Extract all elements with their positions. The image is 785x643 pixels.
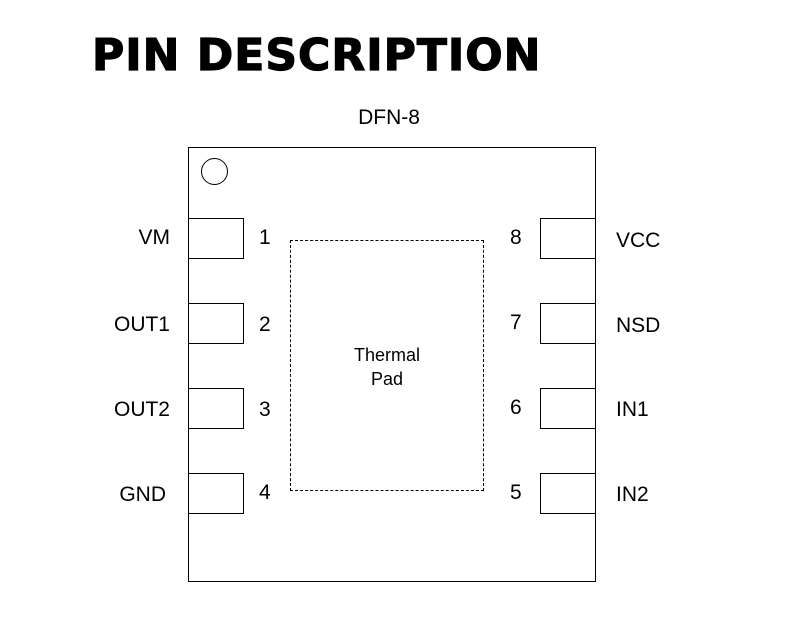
thermal-pad-label: Thermal Pad <box>320 343 454 391</box>
pin-pad-6 <box>540 388 596 429</box>
package-outline <box>188 147 596 582</box>
pin-number-6: 6 <box>510 396 522 419</box>
pin-number-2: 2 <box>259 313 271 336</box>
package-label: DFN-8 <box>358 106 420 129</box>
pin-name-6: IN1 <box>616 398 649 421</box>
pin-name-5: IN2 <box>616 483 649 506</box>
pin-name-8: VCC <box>616 229 661 252</box>
pin-number-5: 5 <box>510 481 522 504</box>
pin-name-7: NSD <box>616 314 661 337</box>
thermal-pad-label-line2: Pad <box>370 369 404 389</box>
thermal-pad-outline <box>290 240 484 491</box>
pin-number-1: 1 <box>259 226 271 249</box>
pin-name-3: OUT2 <box>113 398 170 421</box>
pin-pad-1 <box>188 218 244 259</box>
pin-number-3: 3 <box>259 398 271 421</box>
page-title: PIN DESCRIPTION <box>91 30 542 81</box>
pin-number-7: 7 <box>510 311 522 334</box>
pin-pad-2 <box>188 303 244 344</box>
pin-pad-7 <box>540 303 596 344</box>
pin-pad-3 <box>188 388 244 429</box>
pin-pad-4 <box>188 473 244 514</box>
pin1-marker-icon <box>201 158 228 185</box>
pin-name-1: VM <box>138 226 171 249</box>
pin-number-8: 8 <box>510 226 522 249</box>
pin-number-4: 4 <box>259 481 271 504</box>
thermal-pad-label-line1: Thermal <box>353 345 420 365</box>
pin-name-4: GND <box>119 483 166 506</box>
pin-name-2: OUT1 <box>113 313 170 336</box>
pin-pad-8 <box>540 218 596 259</box>
pin-pad-5 <box>540 473 596 514</box>
